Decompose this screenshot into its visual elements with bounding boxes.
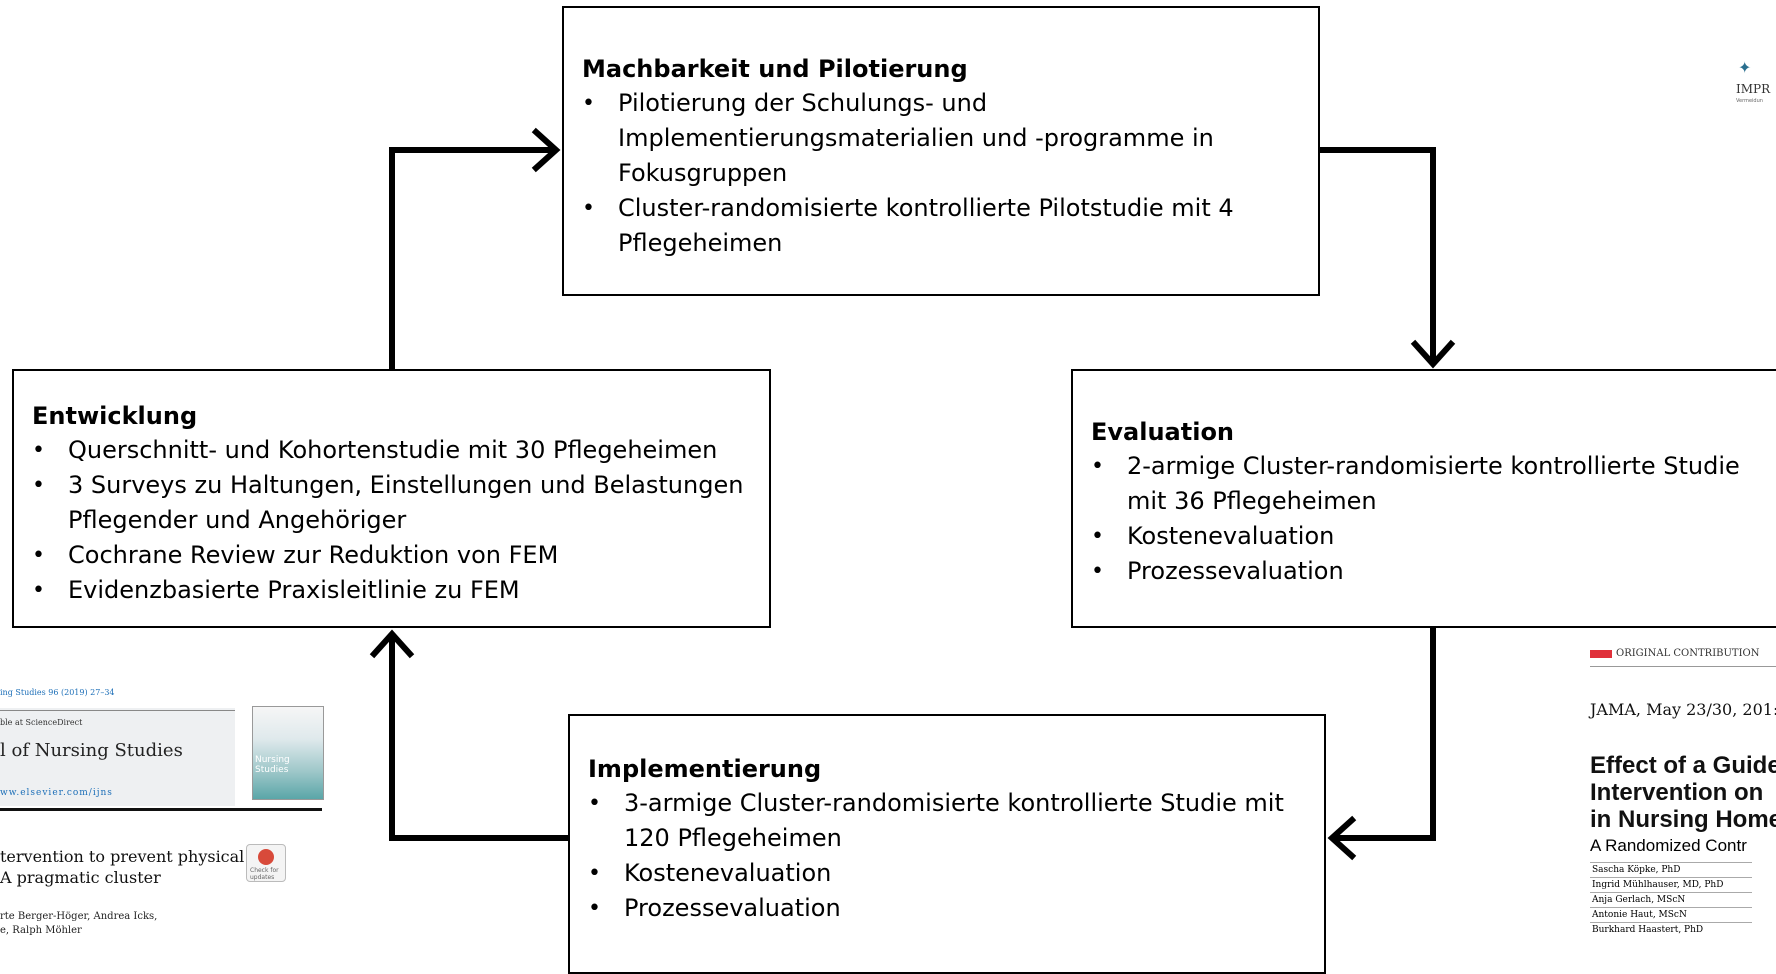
section-color-bar xyxy=(1590,650,1612,658)
paper-title-line: Intervention on xyxy=(1590,779,1764,806)
journal-citation: ing Studies 96 (2019) 27–34 xyxy=(0,688,115,697)
journal-cover-label: Nursing Studies xyxy=(255,755,290,775)
check-for-updates-icon: Check for updates xyxy=(246,844,286,882)
box-implementierung: Implementierung 3-armige Cluster-randomi… xyxy=(568,714,1326,974)
journal-cover-image: Nursing Studies xyxy=(252,706,324,800)
author-row: Antonie Haut, MScN xyxy=(1590,907,1752,922)
divider xyxy=(0,808,322,811)
box-entwicklung: Entwicklung Querschnitt- und Kohortenstu… xyxy=(12,369,771,628)
section-label: ORIGINAL CONTRIBUTION xyxy=(1616,648,1760,659)
arrow-evaluation-to-implementierung xyxy=(1334,628,1436,841)
box-list-item: 2-armige Cluster-randomisierte kontrolli… xyxy=(1091,449,1771,519)
journal-citation: JAMA, May 23/30, 201: xyxy=(1590,700,1776,719)
logo-subtext: Vermeidun xyxy=(1736,98,1763,104)
paper-subtitle: A Randomized Contr xyxy=(1590,836,1747,855)
box-list-item: Kostenevaluation xyxy=(1091,519,1771,554)
paper-title: tervention to prevent physical A pragmat… xyxy=(0,846,244,888)
box-list-item: 3 Surveys zu Haltungen, Einstellungen un… xyxy=(32,468,751,538)
author-row: Ingrid Mühlhauser, MD, PhD xyxy=(1590,877,1752,892)
box-list: Pilotierung der Schulungs- und Implement… xyxy=(582,86,1300,261)
box-list: Querschnitt- und Kohortenstudie mit 30 P… xyxy=(32,433,751,608)
box-list-item: 3-armige Cluster-randomisierte kontrolli… xyxy=(588,786,1306,856)
box-list-item: Prozessevaluation xyxy=(588,891,1306,926)
author-row: Burkhard Haastert, PhD xyxy=(1590,922,1752,937)
paper-title: Effect of a Guide Intervention on in Nur… xyxy=(1590,752,1776,833)
box-list-item: Evidenzbasierte Praxisleitlinie zu FEM xyxy=(32,573,751,608)
paper-title-line: Effect of a Guide xyxy=(1590,752,1776,779)
box-title: Implementierung xyxy=(588,755,822,783)
box-list-item: Kostenevaluation xyxy=(588,856,1306,891)
arrowhead-down xyxy=(1410,339,1456,369)
project-logo: ✦ IMPR Vermeidun xyxy=(1736,58,1776,108)
box-title: Entwicklung xyxy=(32,402,198,430)
box-list-item: Querschnitt- und Kohortenstudie mit 30 P… xyxy=(32,433,751,468)
box-evaluation: Evaluation 2-armige Cluster-randomisiert… xyxy=(1071,369,1776,628)
divider xyxy=(0,710,235,711)
butterfly-icon: ✦ xyxy=(1738,58,1752,77)
box-list-item: Prozessevaluation xyxy=(1091,554,1771,589)
paper-thumbnail-jama: ORIGINAL CONTRIBUTION JAMA, May 23/30, 2… xyxy=(1590,640,1776,956)
badge-label: Check for updates xyxy=(250,867,279,881)
logo-text: IMPR xyxy=(1736,82,1771,96)
box-list-item: Cochrane Review zur Reduktion von FEM xyxy=(32,538,751,573)
journal-url: ww.elsevier.com/ijns xyxy=(0,788,113,798)
paper-thumbnail-ijns: ing Studies 96 (2019) 27–34 ble at Scien… xyxy=(0,678,330,956)
box-list: 2-armige Cluster-randomisierte kontrolli… xyxy=(1091,449,1771,589)
arrow-machbarkeit-to-evaluation xyxy=(1320,147,1436,362)
divider xyxy=(1590,666,1776,667)
authors-line: e, Ralph Möhler xyxy=(0,925,82,936)
paper-authors: Sascha Köpke, PhD Ingrid Mühlhauser, MD,… xyxy=(1590,862,1776,937)
arrow-implementierung-to-entwicklung xyxy=(389,636,568,841)
authors-line: rte Berger-Höger, Andrea Icks, xyxy=(0,911,158,922)
available-at-text: ble at ScienceDirect xyxy=(0,718,83,727)
arrow-entwicklung-to-machbarkeit xyxy=(389,147,556,369)
author-row: Sascha Köpke, PhD xyxy=(1590,862,1752,877)
arrowhead-right xyxy=(531,127,561,173)
box-title: Evaluation xyxy=(1091,418,1235,446)
paper-title-line: in Nursing Home xyxy=(1590,806,1776,833)
box-title: Machbarkeit und Pilotierung xyxy=(582,55,968,83)
box-list: 3-armige Cluster-randomisierte kontrolli… xyxy=(588,786,1306,926)
arrowhead-up xyxy=(369,629,415,659)
box-list-item: Pilotierung der Schulungs- und Implement… xyxy=(582,86,1300,191)
paper-title-line: A pragmatic cluster xyxy=(0,868,161,887)
box-list-item: Cluster-randomisierte kontrollierte Pilo… xyxy=(582,191,1300,261)
paper-title-line: tervention to prevent physical xyxy=(0,847,245,866)
author-row: Anja Gerlach, MScN xyxy=(1590,892,1752,907)
journal-name: l of Nursing Studies xyxy=(0,740,183,761)
arrowhead-left xyxy=(1327,815,1357,861)
box-machbarkeit-und-pilotierung: Machbarkeit und Pilotierung Pilotierung … xyxy=(562,6,1320,296)
paper-authors: rte Berger-Höger, Andrea Icks, e, Ralph … xyxy=(0,910,157,938)
